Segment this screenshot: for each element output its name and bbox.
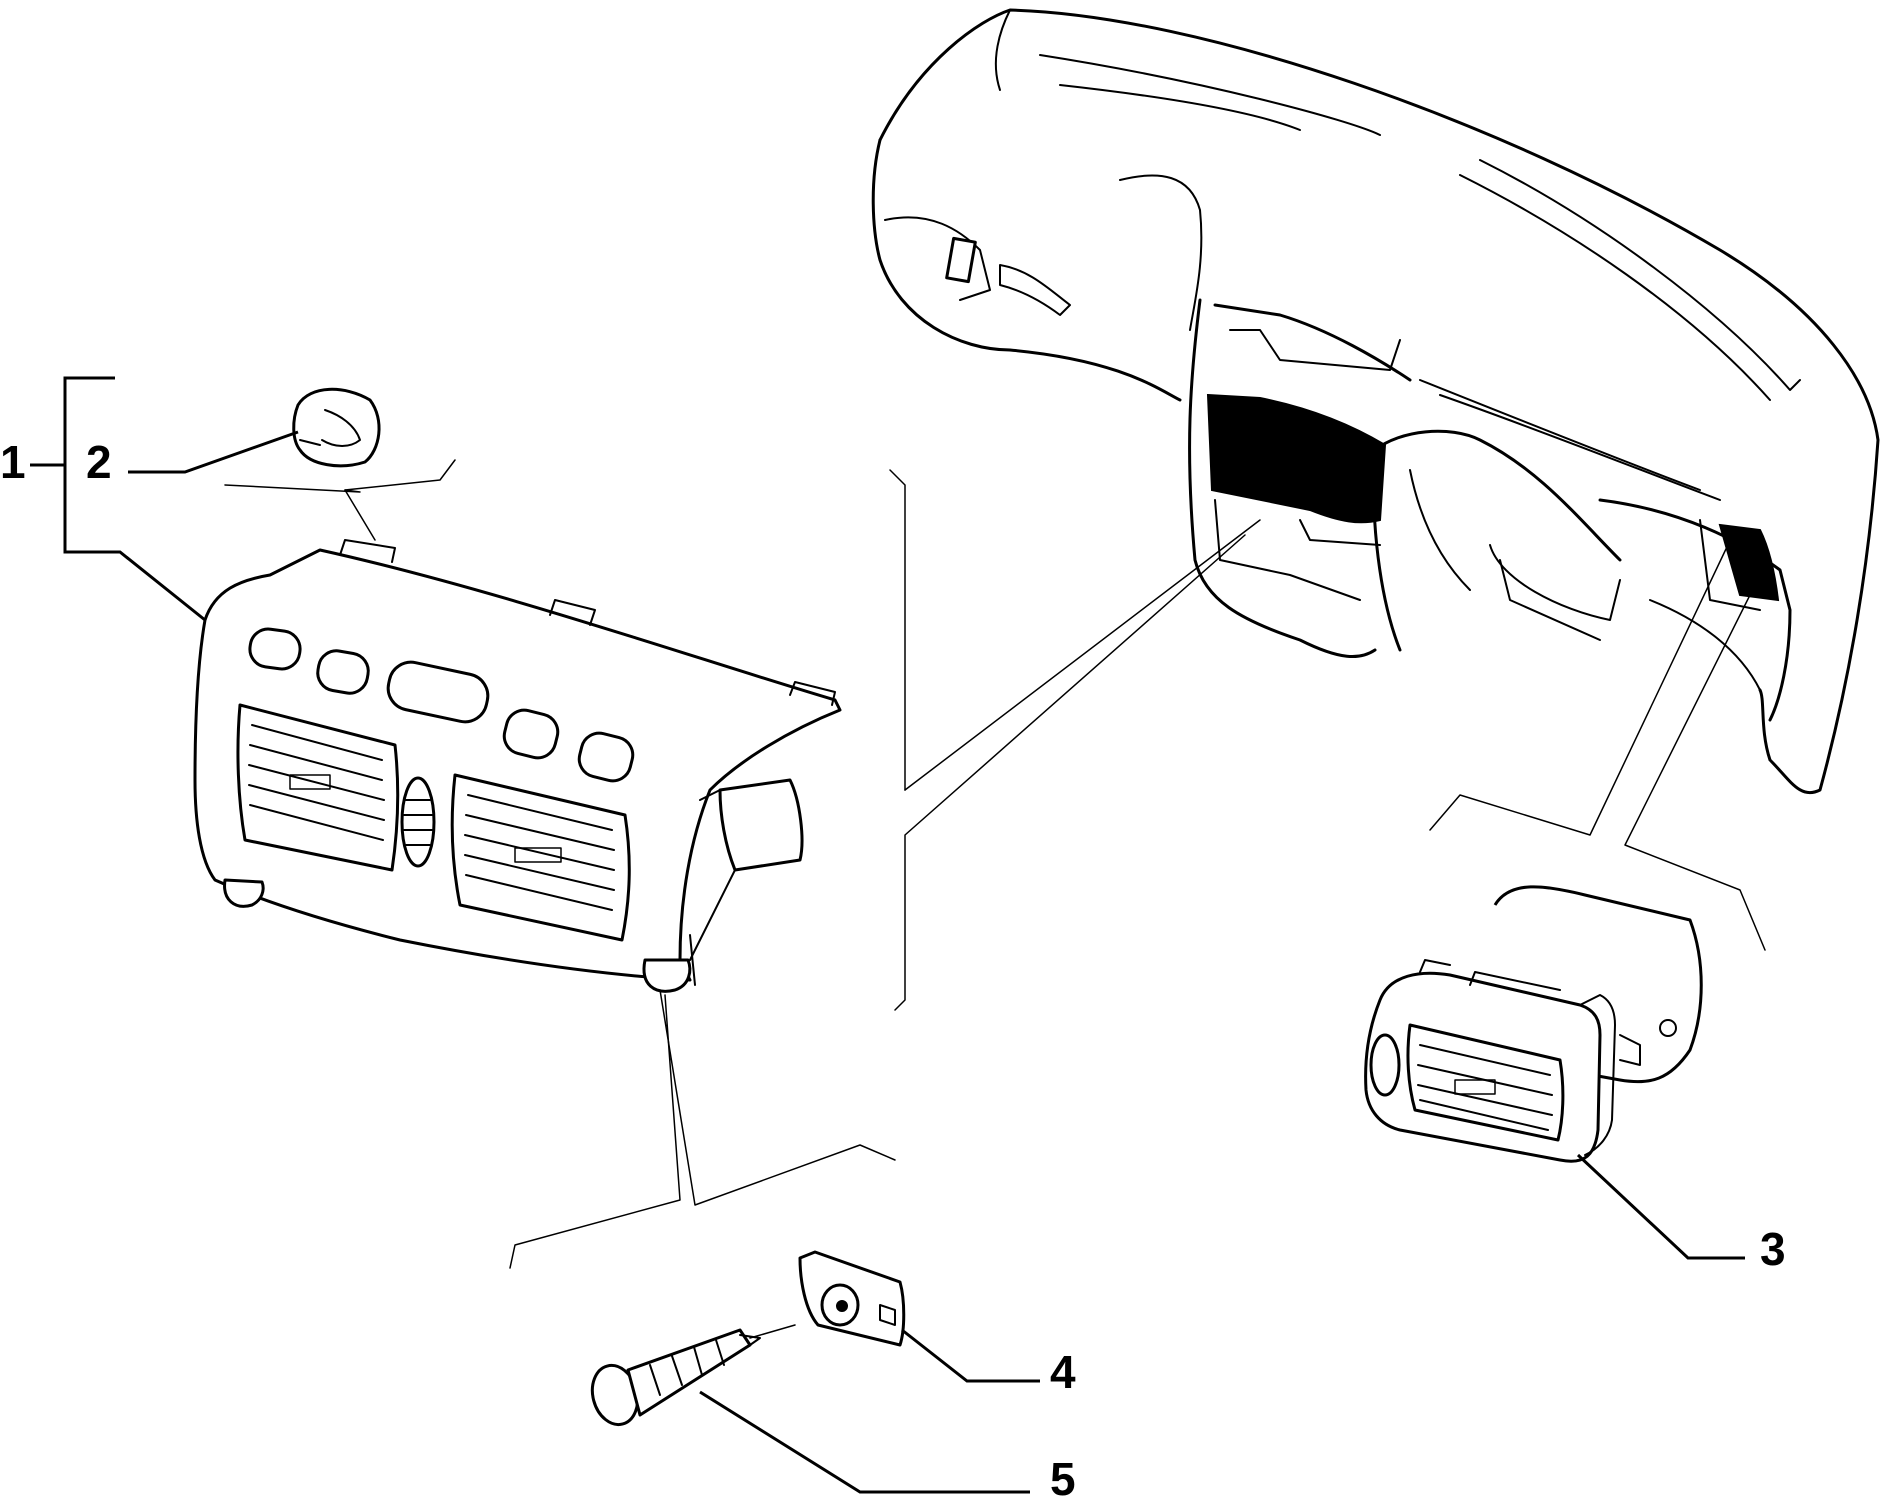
callout-3: 3	[1576, 1153, 1786, 1275]
callout-4: 4	[901, 1328, 1076, 1398]
callout-1-label: 1	[0, 436, 26, 488]
part-3-side-vent	[1364, 885, 1703, 1163]
part-5-screw	[590, 1328, 761, 1427]
assembly-lines	[224, 459, 1766, 1339]
dashboard-illustration	[871, 8, 1880, 795]
callout-4-label: 4	[1050, 1346, 1076, 1398]
callout-3-label: 3	[1760, 1223, 1786, 1275]
callout-5: 5	[699, 1390, 1076, 1498]
callout-2-label: 2	[86, 436, 112, 488]
callout-5-label: 5	[1050, 1453, 1076, 1498]
center-vent-assembly	[193, 539, 842, 993]
part-4-bracket	[798, 1250, 906, 1347]
callout-2: 2	[86, 430, 299, 488]
callout-1: 1	[0, 376, 206, 622]
part-2-clip	[292, 387, 381, 468]
